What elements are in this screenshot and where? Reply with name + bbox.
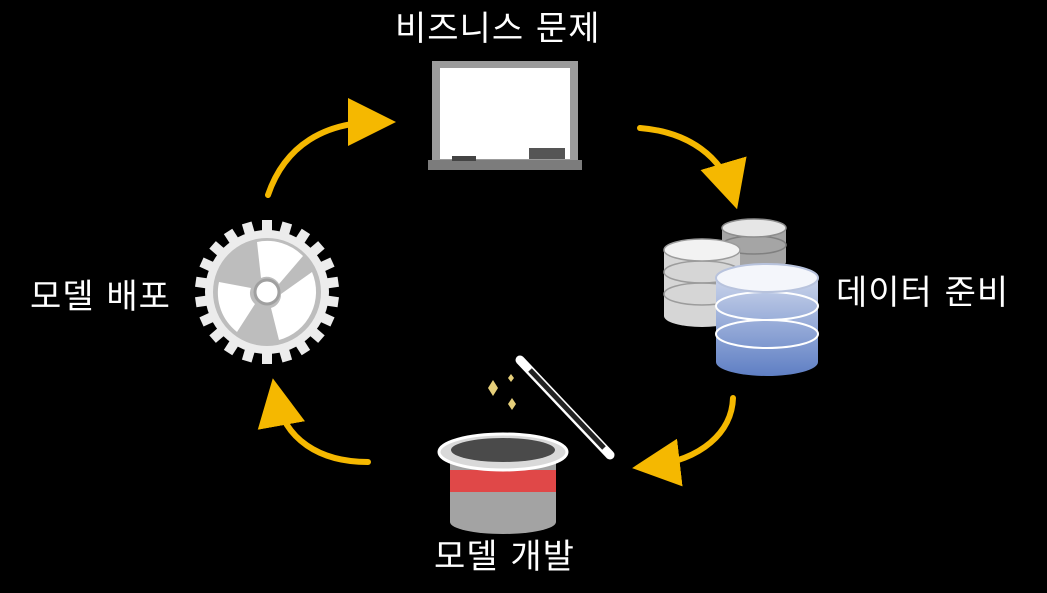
- gear-tooth: [262, 220, 272, 234]
- gear-tooth: [262, 350, 272, 364]
- stage-label-model-deployment: 모델 배포: [30, 277, 171, 317]
- arrow-board-to-database: [637, 125, 747, 210]
- whiteboard-icon: [428, 61, 582, 170]
- arrow-gear-to-board: [265, 98, 396, 198]
- arrow-database-to-hat: [632, 395, 736, 487]
- gear-icon: [195, 220, 339, 364]
- arrow-hat-to-gear: [257, 378, 371, 465]
- stage-label-model-development: 모델 개발: [434, 537, 575, 577]
- database-icon: [663, 218, 819, 376]
- stage-label-business-problem: 비즈니스 문제: [395, 9, 601, 49]
- magic-hat-icon: [437, 355, 615, 534]
- stage-label-data-preparation: 데이터 준비: [836, 273, 1010, 313]
